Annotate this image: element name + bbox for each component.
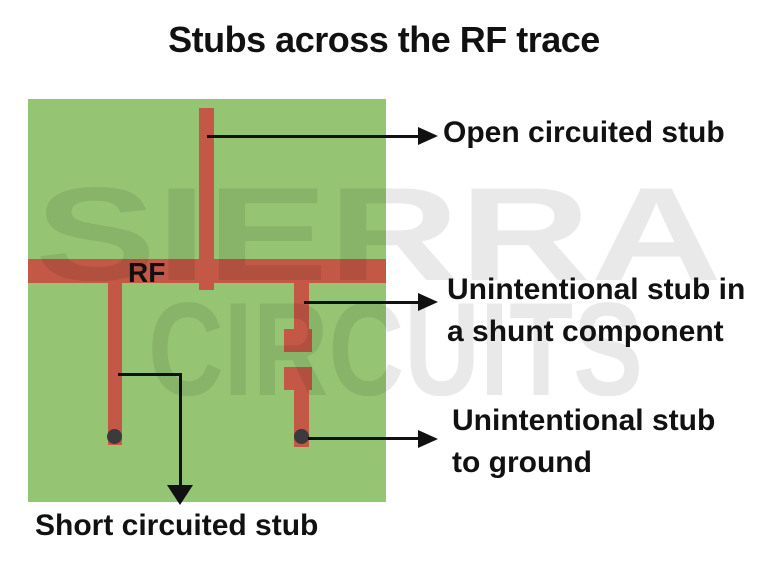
arrowhead-right-icon: [418, 127, 438, 145]
shunt-stub-label-line2: a shunt component: [447, 315, 724, 348]
short-stub-arrow-line-h: [118, 373, 182, 376]
ground-via-right: [294, 429, 309, 444]
short-stub-arrow-line-v: [179, 373, 182, 486]
shunt-stub-label-line1: Unintentional stub in: [447, 273, 746, 306]
shunt-component-pad-top: [284, 329, 312, 352]
ground-stub-label-line2: to ground: [452, 446, 592, 479]
arrowhead-right-icon: [418, 430, 438, 448]
short-stub-label: Short circuited stub: [35, 509, 319, 542]
ground-stub-label: Unintentional stub to ground: [452, 400, 715, 484]
arrowhead-right-icon: [418, 293, 438, 311]
open-stub-arrow-line: [207, 135, 418, 138]
open-circuited-stub-trace: [199, 108, 214, 290]
ground-stub-arrow-line: [308, 437, 418, 440]
shunt-stub-arrow-line: [304, 301, 418, 304]
ground-stub-label-line1: Unintentional stub: [452, 404, 716, 437]
short-circuited-stub-trace: [108, 283, 122, 445]
shunt-component-pad-bottom: [284, 367, 312, 390]
diagram-title: Stubs across the RF trace: [168, 19, 600, 60]
shunt-stub-upper-trace: [294, 283, 309, 330]
ground-via-left: [107, 429, 122, 444]
rf-trace: [28, 259, 386, 283]
open-stub-label: Open circuited stub: [443, 116, 725, 149]
pcb-board: RF: [28, 99, 386, 502]
shunt-stub-label: Unintentional stub in a shunt component: [447, 269, 745, 353]
arrowhead-down-icon: [167, 485, 193, 505]
rf-trace-label: RF: [128, 257, 166, 288]
